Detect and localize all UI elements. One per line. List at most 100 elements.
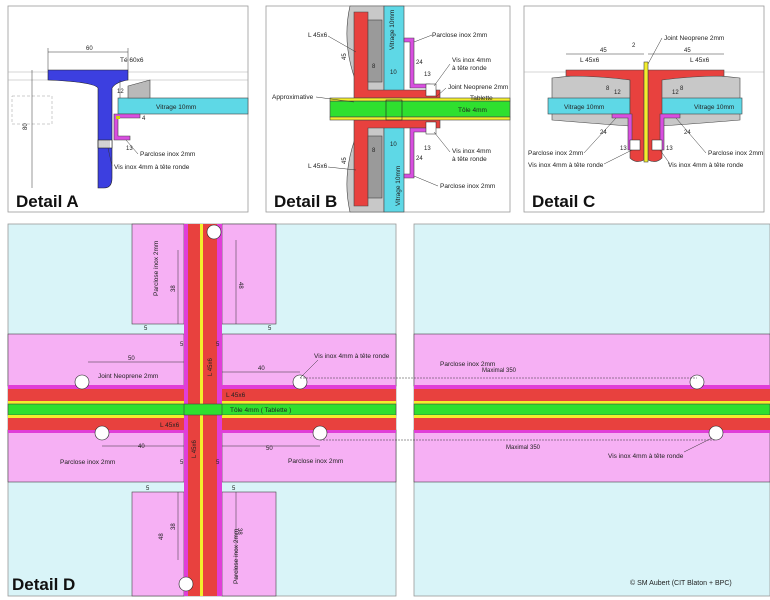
detail-c-dim-2: 2 — [632, 43, 636, 49]
detail-c-glass-left-label: Vitrage 10mm — [564, 104, 604, 111]
detail-a-screw-label: Vis inox 4mm à tête ronde — [114, 164, 190, 171]
detail-b-glass-top-label: Vitrage 10mm — [389, 10, 396, 50]
detail-c-bead-left-label: Parclose inox 2mm — [528, 150, 583, 157]
detail-a-glass-label: Vitrage 10mm — [156, 104, 196, 111]
detail-d-dim-5-a: 5 — [144, 326, 148, 332]
detail-d-credit: © SM Aubert (CIT Blaton + BPC) — [630, 579, 732, 587]
detail-c: 45 45 2 24 24 12 12 13 13 8 8 Joint Neop… — [523, 5, 765, 213]
detail-d-dim-48-bottom: 48 — [159, 533, 165, 540]
detail-b-screw-bottom-label-2: à tête ronde — [452, 156, 487, 163]
detail-c-neoprene — [643, 61, 649, 163]
detail-a-glass — [117, 97, 249, 115]
detail-a-title: Detail A — [16, 192, 79, 211]
detail-c-glass-right-label: Vitrage 10mm — [694, 104, 734, 111]
detail-a-dim-4: 4 — [142, 116, 146, 122]
detail-d-angle-h-top-label: L 45x6 — [226, 392, 246, 399]
detail-d-title: Detail D — [12, 575, 75, 594]
detail-d-dim-38-top: 38 — [171, 285, 177, 292]
detail-b-dim-45-top: 45 — [342, 53, 348, 60]
detail-d-neoprene-label: Joint Neoprene 2mm — [98, 373, 158, 380]
detail-d-angle-h-bottom-label: L 45x6 — [160, 422, 180, 429]
detail-d-bead-right-top-label: Parclose inox 2mm — [440, 361, 495, 368]
detail-d-dim-5-d: 5 — [216, 342, 220, 348]
detail-b-dim-13-bottom: 13 — [424, 146, 431, 152]
detail-b-angle-top-label: L 45x6 — [308, 32, 328, 39]
detail-d-bead-bottom-vertical — [221, 491, 277, 597]
detail-b-glass-bottom-label: Vitrage 10mm — [395, 166, 402, 206]
detail-d-dim-5-e: 5 — [180, 460, 184, 466]
detail-a-dim-13: 13 — [126, 146, 133, 152]
detail-c-dim-45-left: 45 — [600, 48, 607, 54]
detail-d-dim-5-h: 5 — [232, 486, 236, 492]
detail-b-angle-bottom-label: L 45x6 — [308, 163, 328, 170]
detail-b-dim-24-bottom: 24 — [416, 156, 423, 162]
detail-a-dim-12: 12 — [117, 89, 124, 95]
detail-c-dim-13-right: 13 — [666, 146, 673, 152]
detail-b-dim-10-top: 10 — [390, 70, 397, 76]
detail-c-dim-13-left: 13 — [620, 146, 627, 152]
detail-c-dim-12-left: 12 — [614, 90, 621, 96]
detail-c-dim-8-left: 8 — [606, 86, 610, 92]
detail-c-dim-8-right: 8 — [680, 86, 684, 92]
detail-c-screw-left-label: Vis inox 4mm à tête ronde — [528, 162, 604, 169]
detail-d-tablet-label: Tôle 4mm ( Tablette ) — [230, 407, 291, 414]
detail-d-dim-38-bottom-right: 38 — [236, 528, 242, 535]
detail-a-bead-label: Parclose inox 2mm — [140, 151, 195, 158]
detail-b-neoprene-label: Joint Neoprene 2mm — [448, 84, 508, 91]
detail-d-angle-v-bottom-label: L 45x6 — [192, 440, 198, 458]
detail-a-profile-label: Té 60x6 — [120, 57, 144, 64]
detail-d-bead-top-vertical — [131, 223, 185, 325]
detail-c-angle-right — [647, 69, 725, 162]
detail-c-dim-45-right: 45 — [684, 48, 691, 54]
detail-d-dim-50-b: 50 — [266, 446, 273, 452]
detail-b-screw-bottom-label-1: Vis inox 4mm — [452, 148, 491, 155]
detail-a: 60 80 12 13 4 Té 60x6 Vitrage 10mm Parcl… — [7, 5, 249, 213]
detail-b: L 45x6 L 45x6 Approximative Vitrage 10mm… — [265, 5, 511, 213]
detail-d-dim-5-c: 5 — [180, 342, 184, 348]
detail-d-screw-top-label: Vis inox 4mm à tête ronde — [314, 353, 390, 360]
detail-b-dim-8-bottom: 8 — [372, 148, 376, 154]
detail-c-dim-24-left: 24 — [600, 130, 607, 136]
detail-c-angle-right-label: L 45x6 — [690, 57, 710, 64]
detail-d-bead-mid-bottom-label: Parclose inox 2mm — [288, 458, 343, 465]
detail-d-bead-top-vertical-label: Parclose inox 2mm — [153, 241, 160, 296]
detail-b-dim-45-bottom: 45 — [342, 157, 348, 164]
detail-c-dim-24-right: 24 — [684, 130, 691, 136]
detail-d: 38 48 38 48 38 5 5 5 5 5 5 5 5 50 50 40 … — [7, 223, 770, 597]
detail-d-screws — [74, 224, 724, 592]
detail-c-angle-left-label: L 45x6 — [580, 57, 600, 64]
detail-d-max-bottom: Maximal 350 — [506, 445, 541, 451]
detail-c-screw-right-label: Vis inox 4mm à tête ronde — [668, 162, 744, 169]
detail-b-dim-10-bottom: 10 — [390, 142, 397, 148]
detail-d-dim-40-a: 40 — [258, 366, 265, 372]
detail-b-screw-top-label-2: à tête ronde — [452, 65, 487, 72]
detail-d-dim-48-top: 48 — [237, 282, 243, 289]
detail-b-title: Detail B — [274, 192, 337, 211]
detail-d-dim-38-bottom: 38 — [171, 523, 177, 530]
detail-b-screw-top-label-1: Vis inox 4mm — [452, 57, 491, 64]
detail-d-dim-5-f: 5 — [216, 460, 220, 466]
detail-b-approx-label: Approximative — [272, 94, 314, 101]
detail-d-dim-5-g: 5 — [146, 486, 150, 492]
detail-b-tablet-label-2: Tôle 4mm — [458, 107, 487, 114]
detail-a-dim-80: 80 — [23, 123, 29, 130]
detail-b-bead-top-label: Parclose inox 2mm — [432, 32, 487, 39]
detail-b-bead-bottom-label: Parclose inox 2mm — [440, 183, 495, 190]
detail-b-tablet-label-1: Tablette — [470, 95, 493, 102]
detail-c-bead-right-label: Parclose inox 2mm — [708, 150, 763, 157]
detail-d-dim-40-b: 40 — [138, 444, 145, 450]
detail-d-dim-5-b: 5 — [268, 326, 272, 332]
detail-d-screw-bottom-label: Vis inox 4mm à tête ronde — [608, 453, 684, 460]
detail-c-neoprene-label: Joint Neoprene 2mm — [664, 35, 724, 42]
detail-d-angle-v-top-label: L 45x6 — [208, 358, 214, 376]
detail-d-bead-bottom-vertical-label: Parclose inox 2mm — [233, 529, 240, 584]
detail-d-bead-left-bottom-label: Parclose inox 2mm — [60, 459, 115, 466]
detail-d-max-top: Maximal 350 — [482, 368, 517, 374]
detail-b-dim-13-top: 13 — [424, 72, 431, 78]
detail-b-dim-8-top: 8 — [372, 64, 376, 70]
detail-b-dim-24-top: 24 — [416, 60, 423, 66]
detail-d-dim-50-a: 50 — [128, 356, 135, 362]
detail-c-title: Detail C — [532, 192, 595, 211]
detail-a-dim-60: 60 — [86, 46, 93, 52]
